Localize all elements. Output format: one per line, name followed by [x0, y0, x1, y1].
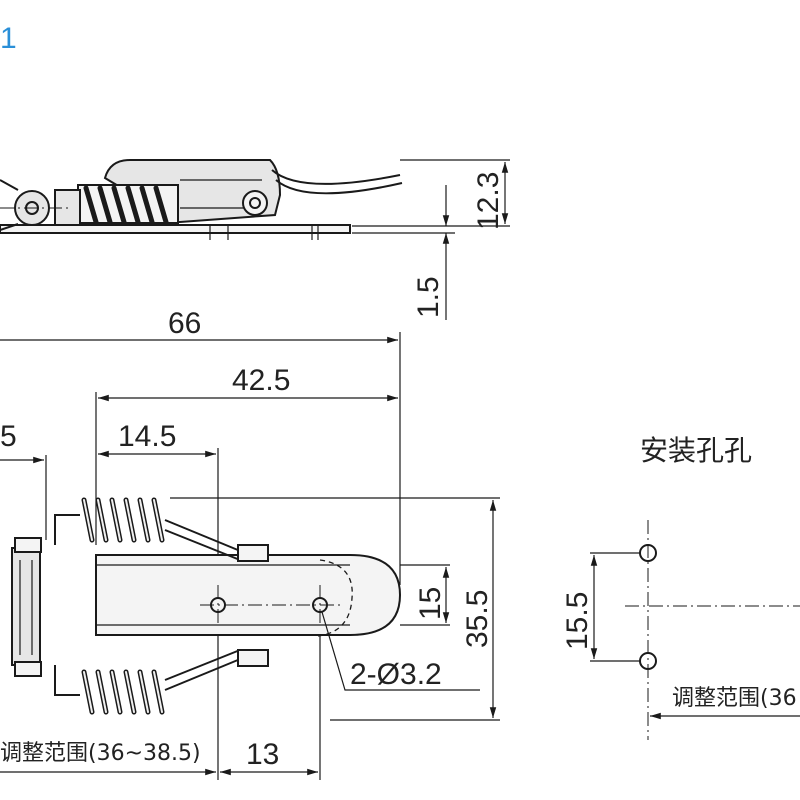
- dim-hole-spacing: 13: [246, 738, 279, 771]
- dim-side-thickness: 1.5: [412, 276, 445, 318]
- dim-spring-offset: 14.5: [118, 420, 176, 453]
- top-spring: [81, 497, 165, 543]
- lever-body: [103, 159, 282, 223]
- dim-left-partial: 5: [0, 420, 17, 453]
- dim-total-length: 66: [168, 307, 201, 340]
- dim-body-length: 42.5: [232, 364, 290, 397]
- dim-total-width: 35.5: [461, 590, 494, 648]
- base-plate: [0, 224, 351, 234]
- hole-view: 安装孔孔 15.5 调整范围(36: [561, 434, 800, 740]
- dim-tip-width: 15: [414, 587, 447, 620]
- dim-hole-pitch: 15.5: [561, 592, 594, 650]
- handle-wire: [271, 169, 401, 185]
- body-plate: [95, 554, 402, 636]
- bottom-spring: [81, 669, 165, 715]
- left-hinge: [11, 547, 41, 666]
- side-spring: [77, 184, 179, 225]
- hole-adjust-range-label: 调整范围(36: [672, 686, 797, 711]
- dim-side-height: 12.3: [472, 172, 505, 230]
- adjust-range-label: 调整范围(36~38.5): [0, 741, 201, 766]
- top-view: 66 42.5 14.5 5: [0, 307, 500, 780]
- hole-view-title: 安装孔孔: [640, 434, 752, 467]
- right-pivot: [242, 190, 268, 216]
- header-label: 1: [0, 22, 17, 55]
- dim-holes: 2-Ø3.2: [350, 658, 442, 691]
- side-view: 12.3 1.5: [0, 159, 510, 320]
